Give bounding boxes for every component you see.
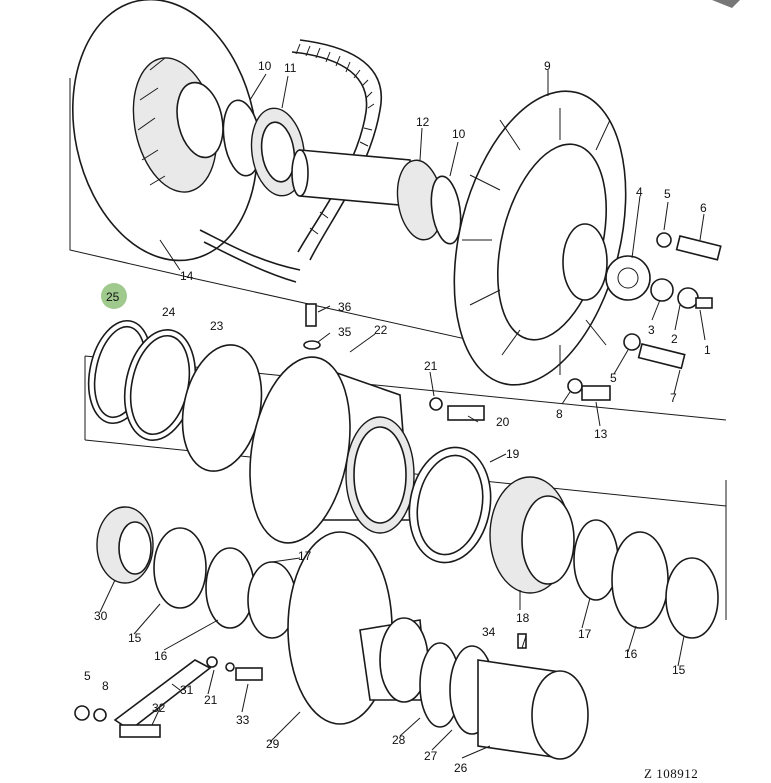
callout-23: 23 <box>210 319 224 333</box>
callout-16: 16 <box>154 649 168 663</box>
leader-lines <box>99 70 706 759</box>
callout-1: 1 <box>704 343 711 357</box>
callout-15b: 15 <box>672 663 686 677</box>
callout-21b: 21 <box>204 693 218 707</box>
callout-12: 12 <box>416 115 430 129</box>
callout-17: 17 <box>298 549 312 563</box>
callout-5b: 5 <box>610 371 617 385</box>
upper-assembly <box>69 0 722 401</box>
callout-24: 24 <box>162 305 176 319</box>
callout-18: 18 <box>516 611 530 625</box>
callout-30: 30 <box>94 609 108 623</box>
callout-highlight-marker <box>101 283 127 309</box>
callout-8: 8 <box>556 407 563 421</box>
callout-7: 7 <box>670 391 677 405</box>
callout-28: 28 <box>392 733 406 747</box>
callout-33: 33 <box>236 713 250 727</box>
callout-14: 14 <box>180 269 194 283</box>
callout-26: 26 <box>454 761 468 775</box>
callout-31: 31 <box>180 683 194 697</box>
callout-5c: 5 <box>84 669 91 683</box>
callout-25: 25 <box>106 290 120 304</box>
callout-10: 10 <box>258 59 272 73</box>
callout-34: 34 <box>482 625 496 639</box>
callout-15: 15 <box>128 631 142 645</box>
lower-assembly <box>74 303 727 760</box>
callout-16b: 16 <box>624 647 638 661</box>
callout-20: 20 <box>496 415 510 429</box>
callout-9: 9 <box>544 59 551 73</box>
reference-code: Z 108912 <box>644 766 698 781</box>
callout-27: 27 <box>424 749 438 763</box>
callout-35: 35 <box>338 325 352 339</box>
callout-19: 19 <box>506 447 520 461</box>
callout-21: 21 <box>424 359 438 373</box>
callout-36: 36 <box>338 300 352 314</box>
callout-11: 11 <box>284 61 297 75</box>
callout-labels: 1 2 3 4 5 5 5 6 7 8 8 9 10 10 11 12 13 1… <box>84 59 711 775</box>
callout-17b: 17 <box>578 627 592 641</box>
callout-13: 13 <box>594 427 608 441</box>
callout-6: 6 <box>700 201 707 215</box>
callout-3: 3 <box>648 323 655 337</box>
callout-2: 2 <box>671 332 678 346</box>
callout-22: 22 <box>374 323 388 337</box>
callout-29: 29 <box>266 737 280 751</box>
callout-32: 32 <box>152 701 166 715</box>
callout-10b: 10 <box>452 127 466 141</box>
callout-8b: 8 <box>102 679 109 693</box>
callout-5: 5 <box>664 187 671 201</box>
callout-4: 4 <box>636 185 643 199</box>
corner-mark <box>712 0 740 8</box>
